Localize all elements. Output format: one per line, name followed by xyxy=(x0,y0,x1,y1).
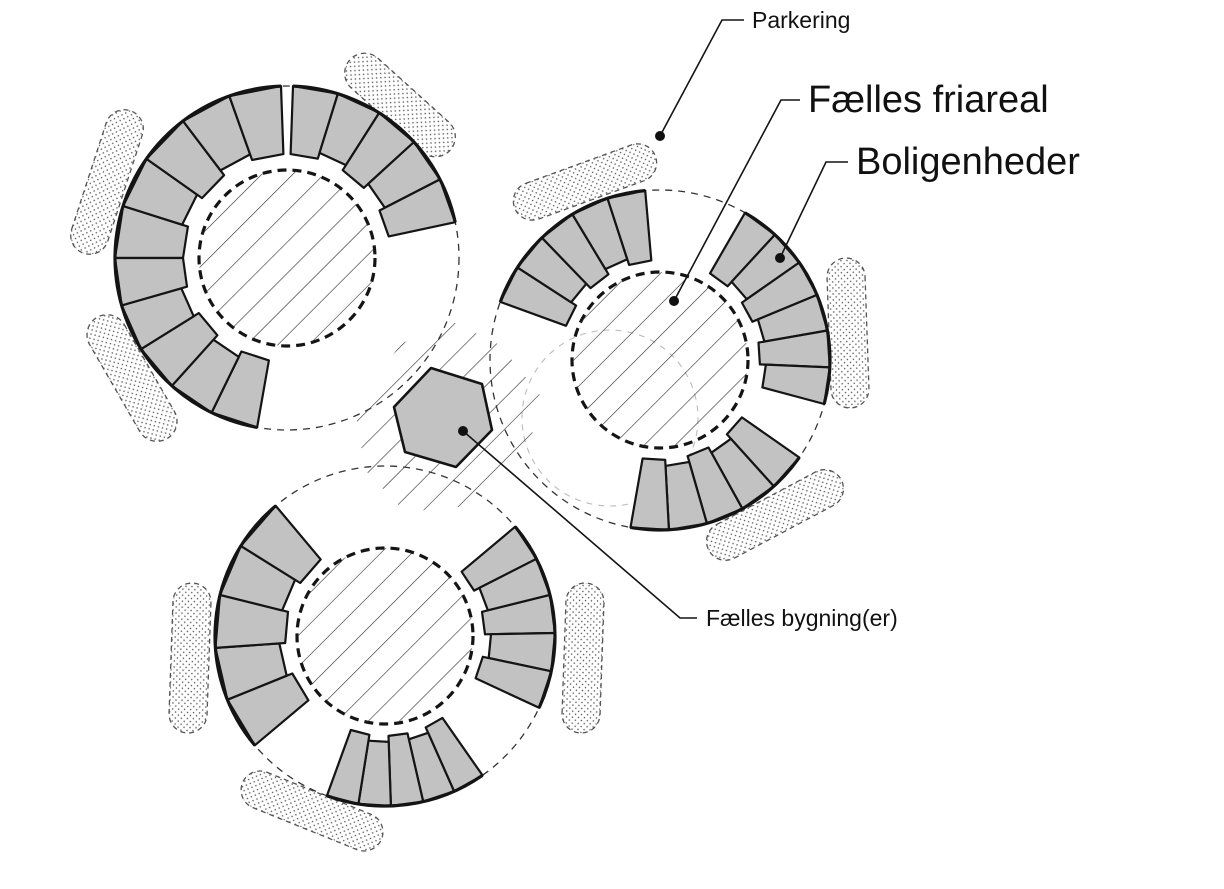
parking-area xyxy=(512,143,658,221)
leader-housing-units xyxy=(779,161,848,259)
housing-cluster-c xyxy=(213,504,557,808)
parking-areas xyxy=(70,52,870,852)
leader-dot-housing-units xyxy=(775,253,785,263)
housing-cluster-a xyxy=(113,84,457,429)
leader-dot-parking xyxy=(655,131,665,141)
leader-common-open-space xyxy=(673,99,800,302)
housing-unit xyxy=(113,256,189,307)
unit-row-outer-edge xyxy=(213,504,277,747)
housing-unit xyxy=(228,84,285,162)
housing-units-layer xyxy=(113,84,832,808)
hatch-courtyard-c xyxy=(297,548,473,724)
hatch-courtyard-a xyxy=(199,170,375,346)
parking-area xyxy=(168,582,212,734)
cluster-boundary-a xyxy=(114,85,460,431)
leader-common-building xyxy=(462,430,697,619)
housing-unit xyxy=(629,457,671,531)
unit-row-outer-edge xyxy=(630,456,801,532)
parking-area xyxy=(86,314,178,442)
unit-row-outer-edge xyxy=(292,84,457,223)
unit-row-outer-edge xyxy=(498,189,646,303)
unit-row-outer-edge xyxy=(513,525,557,709)
label-common-open-space: Fælles friareal xyxy=(808,79,1049,121)
parking-area xyxy=(705,469,845,561)
unit-row-outer-edge xyxy=(326,773,484,808)
common-building-hexagon xyxy=(392,366,494,469)
parking-area xyxy=(70,109,144,255)
unit-row-outer-edge xyxy=(744,211,832,405)
housing-unit xyxy=(761,363,831,406)
leader-dot-common-building xyxy=(458,426,468,436)
unit-row-outer-edge xyxy=(113,84,282,259)
unit-row-outer-edge xyxy=(113,257,258,429)
housing-unit xyxy=(378,178,457,238)
label-parking: Parkering xyxy=(752,7,850,33)
label-housing-units: Boligenheder xyxy=(856,141,1080,183)
leader-dot-common-open-space xyxy=(669,296,679,306)
leader-lines xyxy=(458,19,848,619)
hatch-courtyard-b xyxy=(572,272,748,448)
parking-area xyxy=(344,52,456,158)
housing-cluster-b xyxy=(498,189,832,532)
label-common-building: Fælles bygning(er) xyxy=(706,605,898,631)
leader-parking xyxy=(659,19,744,137)
parking-area xyxy=(826,257,870,409)
parking-area xyxy=(240,770,384,852)
parking-area xyxy=(561,582,605,734)
